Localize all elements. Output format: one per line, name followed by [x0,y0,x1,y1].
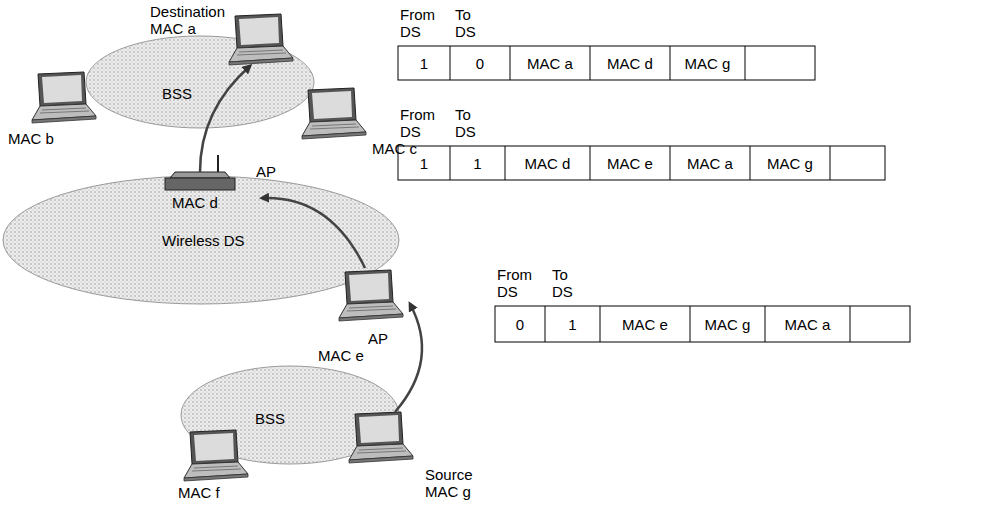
table-cell: 1 [398,155,450,172]
table-cell: MAC a [670,155,750,172]
ap-label: AP [368,330,388,347]
laptop-icon [339,270,403,321]
field-header: To DS [552,266,588,300]
table-cell: 1 [450,155,505,172]
frame-table [398,146,885,180]
table-cell: MAC e [600,316,690,333]
table-cell: MAC e [590,155,670,172]
table-cell: MAC g [690,316,765,333]
station-label: Destination MAC a [150,3,230,37]
field-header: To DS [455,6,491,40]
laptop-icon [349,412,413,463]
station-label: MAC d [172,194,218,211]
laptop-icon [302,88,366,139]
ellipse-outline [180,365,400,465]
laptop-icon [229,14,293,65]
path-arrow [395,304,422,412]
field-header: To DS [455,106,491,140]
frame-table [495,306,910,342]
ellipse-outline [85,35,315,129]
station-label: MAC c [372,140,417,157]
region-label: BSS [255,410,285,427]
table-cell: 0 [495,316,545,333]
table-cell: MAC g [750,155,830,172]
station-label: MAC f [178,484,220,501]
field-header: From DS [400,6,442,40]
table-cell: 0 [450,55,510,72]
frame-table [398,46,815,80]
ap-label: AP [256,163,276,180]
table-cell: 1 [398,55,450,72]
table-cell: MAC g [670,55,745,72]
table-cell: MAC a [510,55,590,72]
table-cell: MAC d [505,155,590,172]
table-cell: MAC a [765,316,850,333]
bss-ellipse: BSS [85,35,315,129]
bss-ellipse: BSS [180,365,400,465]
field-header: From DS [497,266,539,300]
station-label: MAC b [8,130,54,147]
table-cell: MAC d [590,55,670,72]
table-cell: 1 [545,316,600,333]
field-header: From DS [400,106,442,140]
station-label: Source MAC g [425,466,487,500]
region-label: BSS [162,85,192,102]
station-label: MAC e [318,347,364,364]
region-label: Wireless DS [162,232,245,249]
